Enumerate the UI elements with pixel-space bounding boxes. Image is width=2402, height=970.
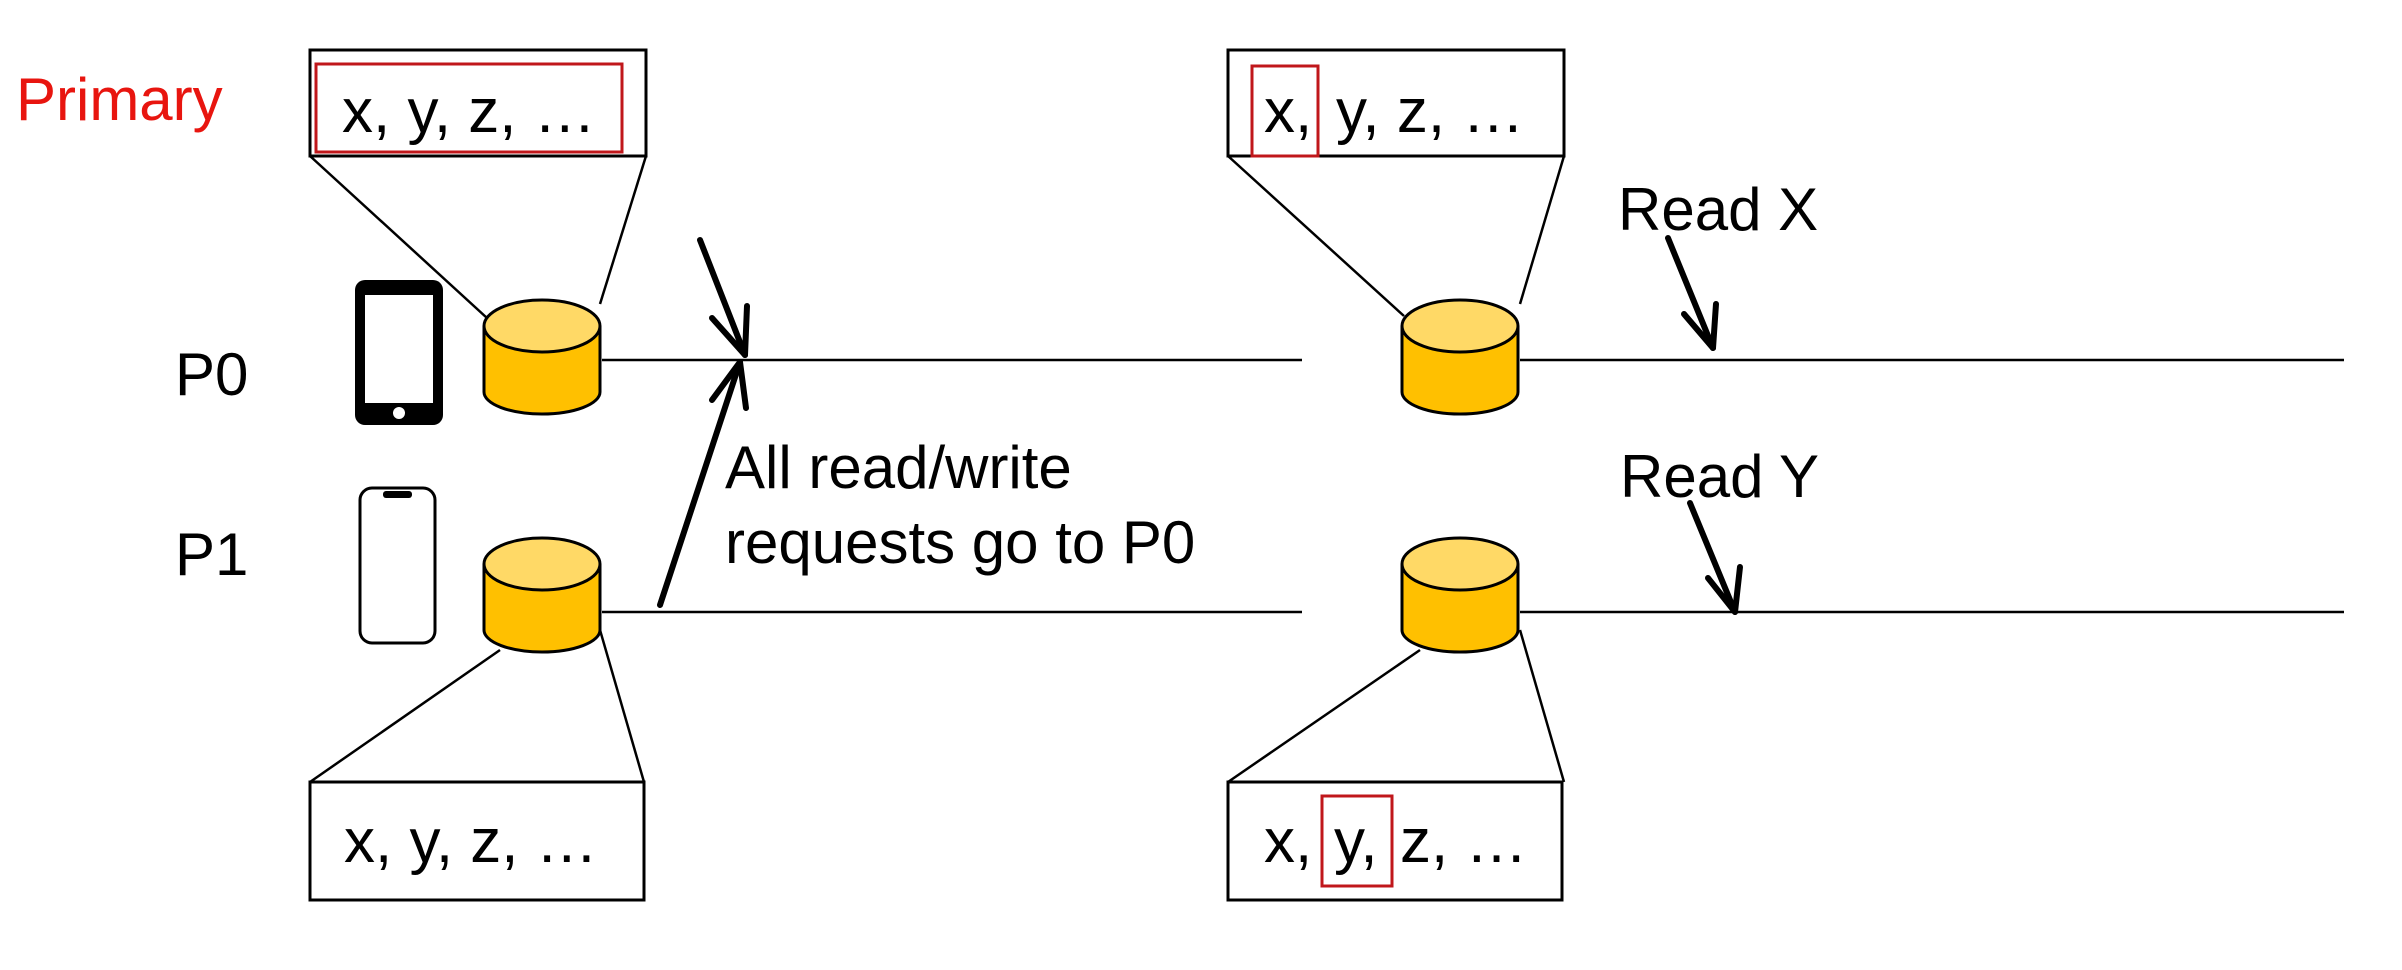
phone-icon-p1 xyxy=(358,486,437,645)
database-cylinder-icon-p1-left xyxy=(482,536,602,654)
left-bottom-store-text: x, y, z, … xyxy=(344,807,598,876)
request-arrow-from-p1 xyxy=(657,359,749,608)
right-top-store-box: x, y, z, … xyxy=(1226,48,1566,158)
primary-label: Primary xyxy=(16,66,223,133)
left-top-store-box: x, y, z, … xyxy=(308,48,648,158)
right-bottom-store-box: x, y, z, … xyxy=(1226,780,1564,902)
phone-icon-p0 xyxy=(355,280,443,425)
left-top-store-text: x, y, z, … xyxy=(342,77,596,146)
read-x-arrow xyxy=(1665,235,1719,351)
right-top-item-x: x, xyxy=(1264,77,1312,146)
connector xyxy=(309,155,488,319)
note-line-2: requests go to P0 xyxy=(725,509,1195,576)
database-cylinder-icon-p1-right xyxy=(1400,536,1520,654)
read-x-label: Read X xyxy=(1618,176,1818,243)
read-y-arrow xyxy=(1687,500,1743,615)
database-cylinder-icon-p0-right xyxy=(1400,298,1520,416)
note-line-1: All read/write xyxy=(725,434,1072,501)
connector xyxy=(1518,155,1566,305)
p0-label: P0 xyxy=(175,341,248,408)
p1-label: P1 xyxy=(175,521,248,588)
connector xyxy=(598,155,648,305)
left-bottom-store-box: x, y, z, … xyxy=(308,780,646,902)
connector xyxy=(598,629,646,783)
right-bottom-rest: z, … xyxy=(1400,807,1527,876)
read-y-label: Read Y xyxy=(1620,443,1819,510)
right-top-rest: y, z, … xyxy=(1336,77,1524,146)
connector xyxy=(309,648,501,784)
connector xyxy=(1227,155,1405,317)
connector xyxy=(1518,629,1566,783)
right-bottom-item-y: y, xyxy=(1334,807,1378,876)
connector xyxy=(1227,648,1421,784)
request-arrow-from-client xyxy=(697,237,750,358)
right-bottom-item-x: x, xyxy=(1264,807,1312,876)
database-cylinder-icon-p0-left xyxy=(482,298,602,416)
